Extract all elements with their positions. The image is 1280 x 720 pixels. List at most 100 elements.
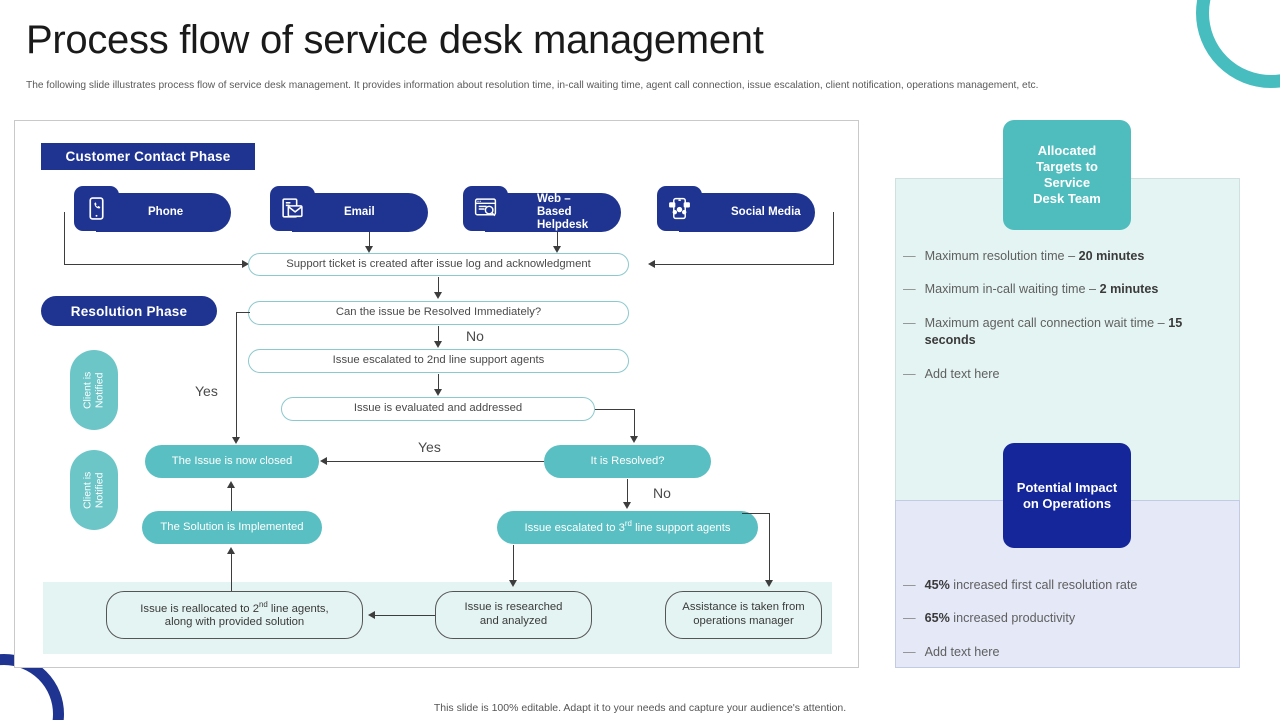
connector-social-v <box>833 212 834 265</box>
bullet-text: Add text here <box>924 644 1000 659</box>
connector-realloc-to-solution <box>231 551 232 591</box>
arrowhead-researched-to-realloc <box>368 611 375 619</box>
researched-line-1: Issue is researched <box>464 601 563 614</box>
list-item: — 45% increased first call resolution ra… <box>895 577 1240 594</box>
reallocated-line-2: along with provided solution <box>164 616 305 629</box>
channel-web-helpdesk[interactable]: Web – Based Helpdesk <box>463 186 621 232</box>
arrowhead-evaluated <box>434 389 442 396</box>
connector-eval-right-v <box>634 409 635 438</box>
dash-marker: — <box>903 578 916 592</box>
connector-resolved-to-closed <box>327 461 544 462</box>
bullet-strong: 15 seconds <box>924 315 1183 348</box>
arrowhead-yes-to-closed <box>232 437 240 444</box>
arrowhead-phone <box>242 260 249 268</box>
connector-escalate2-to-evaluated <box>438 374 439 391</box>
phase-label-resolution: Resolution Phase <box>41 296 217 326</box>
arrowhead-assistance <box>765 580 773 587</box>
arrowhead-web <box>553 246 561 253</box>
label-no-2: No <box>653 485 671 501</box>
ordinal-suffix: nd <box>258 600 268 610</box>
arrowhead-email <box>365 246 373 253</box>
node-is-resolved: It is Resolved? <box>544 445 711 478</box>
channel-label: Social Media <box>731 205 801 218</box>
dash-marker: — <box>903 366 916 381</box>
bullet-text: Maximum in-call waiting time – <box>924 282 1100 297</box>
top-right-arc-decoration <box>1196 0 1280 88</box>
connector-yes-top-h <box>236 312 250 313</box>
email-icon <box>270 186 315 231</box>
dash-marker: — <box>903 249 916 263</box>
connector-escalate3-right-v <box>769 513 770 582</box>
list-item: — Maximum resolution time – 20 minutes <box>895 248 1240 265</box>
arrowhead-solution-to-closed <box>227 481 235 488</box>
web-helpdesk-icon <box>463 186 508 231</box>
bullet-strong: 2 minutes <box>1099 282 1159 297</box>
label-no-1: No <box>466 328 484 344</box>
assistance-line-2: operations manager <box>693 615 794 627</box>
list-item: — Add text here <box>895 366 1240 383</box>
arrowhead-escalate2 <box>434 341 442 348</box>
ordinal-suffix: rd <box>624 519 632 529</box>
page-title: Process flow of service desk management <box>26 18 764 62</box>
bullet-strong: 65% <box>924 611 950 626</box>
card-potential-impact: Potential Impact on Operations — 45% inc… <box>895 440 1240 670</box>
node-evaluated: Issue is evaluated and addressed <box>281 397 595 421</box>
node-issue-reallocated: Issue is reallocated to 2nd line agents,… <box>106 591 363 639</box>
card-allocated-targets: Allocated Targets to Service Desk Team —… <box>895 120 1240 537</box>
bullet-strong: 20 minutes <box>1078 249 1145 263</box>
connector-web-v <box>557 232 558 250</box>
arrowhead-resolved-to-closed <box>320 457 327 465</box>
arrowhead-researched <box>509 580 517 587</box>
label-yes-2: Yes <box>418 439 441 455</box>
channel-email[interactable]: Email <box>270 186 428 232</box>
node-issue-researched: Issue is researched and analyzed <box>435 591 592 639</box>
node-solution-implemented: The Solution is Implemented <box>142 511 322 544</box>
node-escalate-3rd-line: Issue escalated to 3rd line support agen… <box>497 511 758 544</box>
list-item: — 65% increased productivity <box>895 610 1240 627</box>
bullet-strong: 45% <box>924 578 950 592</box>
bullet-text: increased productivity <box>949 611 1076 626</box>
arrowhead-realloc-to-solution <box>227 547 235 554</box>
slide-footer-note: This slide is 100% editable. Adapt it to… <box>433 702 847 714</box>
connector-escalate3-to-researched <box>513 545 514 582</box>
dash-marker: — <box>903 644 916 659</box>
head-line: Allocated <box>1037 143 1097 159</box>
node-issue-closed: The Issue is now closed <box>145 445 319 478</box>
channel-social-media[interactable]: Social Media <box>657 186 815 232</box>
bullet-text: Maximum resolution time – <box>924 249 1079 263</box>
bullet-text: increased first call resolution rate <box>949 578 1138 592</box>
bullet-text: Maximum agent call connection wait time … <box>924 315 1169 330</box>
connector-escalate3-right-h <box>742 513 770 514</box>
channel-label: Phone <box>148 205 184 218</box>
dash-marker: — <box>903 611 916 626</box>
head-line: Service <box>1043 175 1091 190</box>
list-item: — Maximum agent call connection wait tim… <box>895 315 1240 350</box>
connector-researched-to-realloc <box>375 615 435 616</box>
reallocated-line-1: Issue is reallocated to 2nd line agents, <box>140 600 329 615</box>
card-bullets: — Maximum resolution time – 20 minutes —… <box>895 248 1240 399</box>
social-media-icon <box>657 186 702 231</box>
connector-social-h <box>655 264 834 265</box>
connector-yes-v <box>236 312 237 439</box>
connector-phone-h <box>64 264 242 265</box>
connector-resolve-to-escalate2 <box>438 326 439 343</box>
bullet-text: Add text here <box>924 366 1000 381</box>
phone-icon <box>74 186 119 231</box>
node-escalate-2nd-line: Issue escalated to 2nd line support agen… <box>248 349 629 373</box>
head-line: Targets to <box>1036 159 1098 175</box>
head-line: Desk Team <box>1033 190 1101 206</box>
assistance-line-1: Assistance is taken from <box>682 601 805 614</box>
node-assistance-operations: Assistance is taken from operations mana… <box>665 591 822 639</box>
channel-label: Email <box>344 205 375 218</box>
node-escalate3-text: Issue escalated to 3rd line support agen… <box>524 519 731 535</box>
channel-phone[interactable]: Phone <box>74 186 231 232</box>
arrowhead-escalate3 <box>623 502 631 509</box>
page-subtitle: The following slide illustrates process … <box>26 80 1039 91</box>
connector-phone-v <box>64 212 65 265</box>
researched-line-2: and analyzed <box>479 615 548 627</box>
connector-resolved-to-escalate3 <box>627 479 628 504</box>
label-yes-1: Yes <box>195 383 218 399</box>
